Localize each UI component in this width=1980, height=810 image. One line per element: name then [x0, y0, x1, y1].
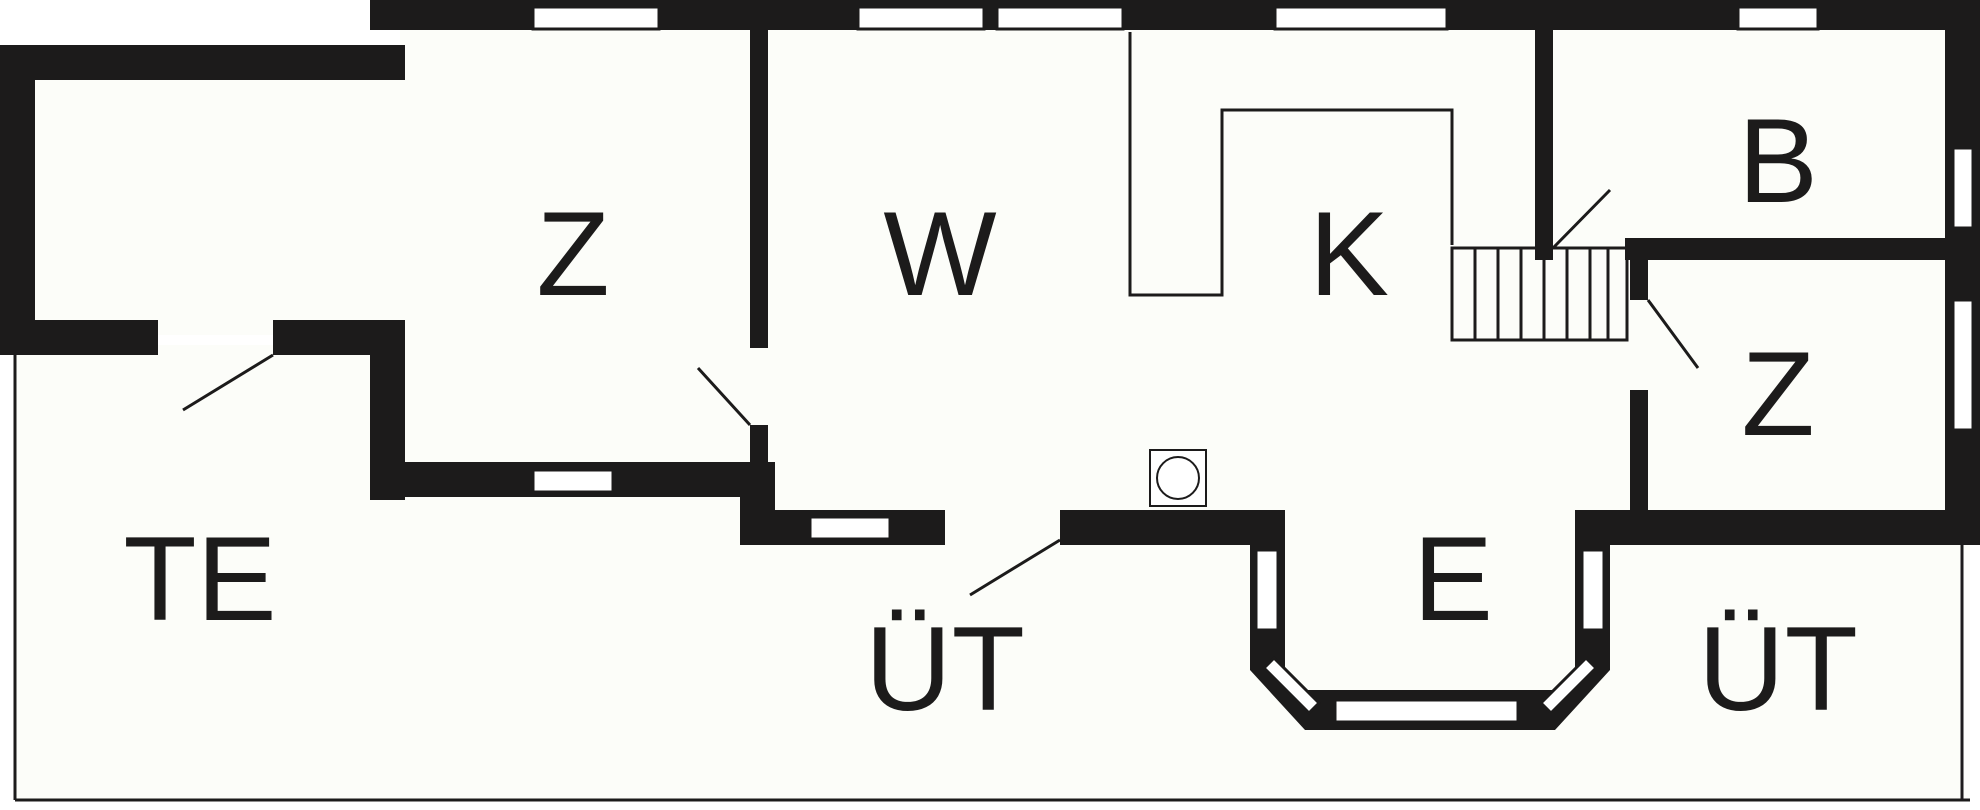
window — [808, 515, 892, 541]
room-label-z-right: Z — [1741, 327, 1814, 461]
thin-lines — [13, 32, 1970, 802]
floor-interior — [30, 30, 1945, 690]
window — [1273, 5, 1449, 31]
window — [1254, 548, 1280, 632]
room-labels: Z W K B Z TE ÜT E ÜT — [123, 94, 1858, 736]
wall-south-segment-2 — [1060, 510, 1285, 545]
wall-z-bottom-left — [0, 320, 158, 355]
room-label-ut-center: ÜT — [865, 602, 1025, 736]
room-label-ut-right: ÜT — [1698, 602, 1858, 736]
door-swing — [1551, 188, 1612, 250]
stove-circle — [1156, 456, 1200, 500]
room-label-te: TE — [123, 512, 276, 646]
window — [1736, 5, 1820, 31]
window — [1951, 298, 1975, 432]
door-swing — [182, 353, 274, 412]
window — [1951, 146, 1975, 230]
windows — [531, 5, 1975, 724]
room-label-k: K — [1309, 187, 1389, 321]
window — [1580, 548, 1606, 632]
wall-z-right-left-upper — [1630, 238, 1648, 300]
window — [1538, 655, 1599, 716]
room-label-z-left: Z — [536, 187, 609, 321]
stove-symbol — [1149, 449, 1207, 507]
room-label-w: W — [883, 187, 996, 321]
outer-wall-left — [0, 45, 35, 355]
room-label-b: B — [1738, 94, 1818, 228]
window — [1333, 698, 1520, 724]
window — [531, 5, 661, 31]
room-label-e: E — [1413, 512, 1493, 646]
doors — [182, 188, 1700, 597]
door-swing — [969, 538, 1061, 597]
window — [1261, 655, 1322, 716]
wall-w-left-lower — [750, 425, 768, 465]
kitchen-counter — [1128, 32, 1454, 297]
outer-wall-top-left — [0, 45, 405, 320]
staircase — [1450, 246, 1629, 342]
window — [531, 468, 615, 494]
wall-k-b-divider — [1535, 30, 1553, 260]
window — [995, 5, 1125, 31]
door-swing — [1646, 299, 1700, 369]
wall-z-right-left-lower — [1630, 390, 1648, 520]
wall-w-left-upper — [750, 30, 768, 348]
window — [856, 5, 986, 31]
wall-b-bottom — [1625, 238, 1945, 260]
door-swing — [696, 366, 752, 427]
